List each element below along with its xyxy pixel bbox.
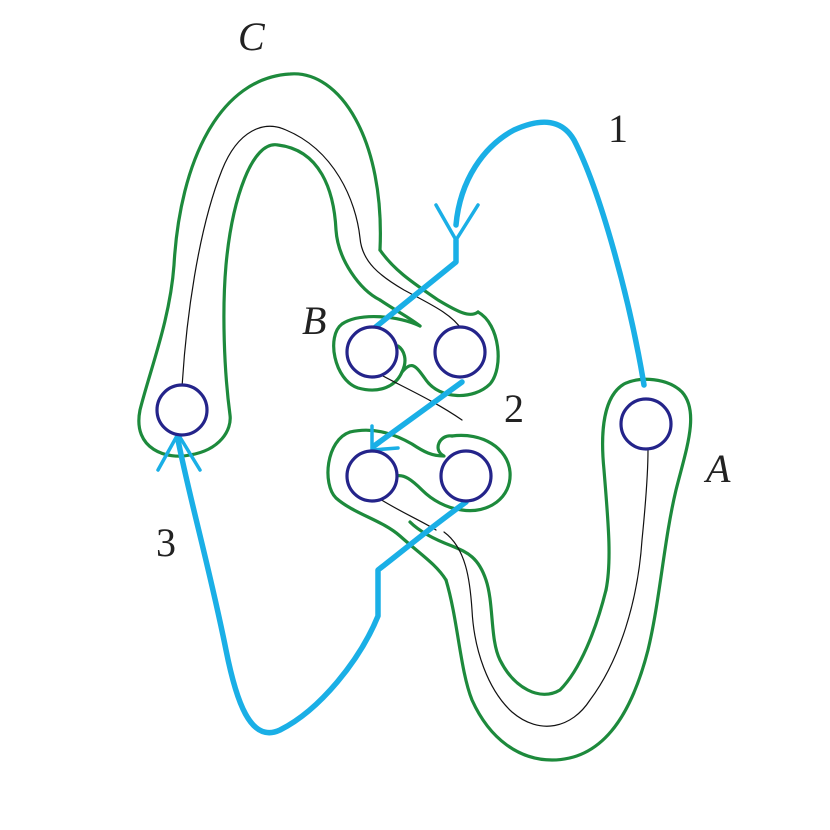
- green-pocket-b-right: [400, 310, 500, 398]
- puncture-b-right: [433, 325, 487, 379]
- puncture-lower-left: [345, 449, 399, 503]
- green-pocket-lower-left: [348, 428, 454, 458]
- blue-arc-1: [453, 119, 647, 388]
- blue-arc-3: [175, 437, 469, 736]
- green-band-lower-outer: [444, 377, 693, 762]
- puncture-a: [619, 397, 673, 451]
- green-pocket-b-left: [332, 315, 422, 392]
- label-1: 1: [608, 106, 628, 151]
- label-a: A: [703, 446, 731, 491]
- label-3: 3: [156, 520, 176, 565]
- green-pocket-lower-left-loop: [326, 430, 448, 582]
- black-core-lower: [443, 449, 649, 727]
- puncture-c: [155, 383, 209, 437]
- blue-segment-2: [371, 379, 465, 449]
- blue-path-to-b: [369, 237, 459, 333]
- label-c: C: [238, 14, 266, 59]
- green-pocket-lower-right: [394, 433, 512, 513]
- puncture-b-left: [345, 325, 399, 379]
- puncture-lower-right: [439, 449, 493, 503]
- green-band-upper-link: [378, 248, 480, 316]
- label-b: B: [302, 298, 326, 343]
- black-core-curve: [181, 125, 463, 389]
- green-band-lower-inner: [408, 520, 608, 696]
- label-2: 2: [504, 386, 524, 431]
